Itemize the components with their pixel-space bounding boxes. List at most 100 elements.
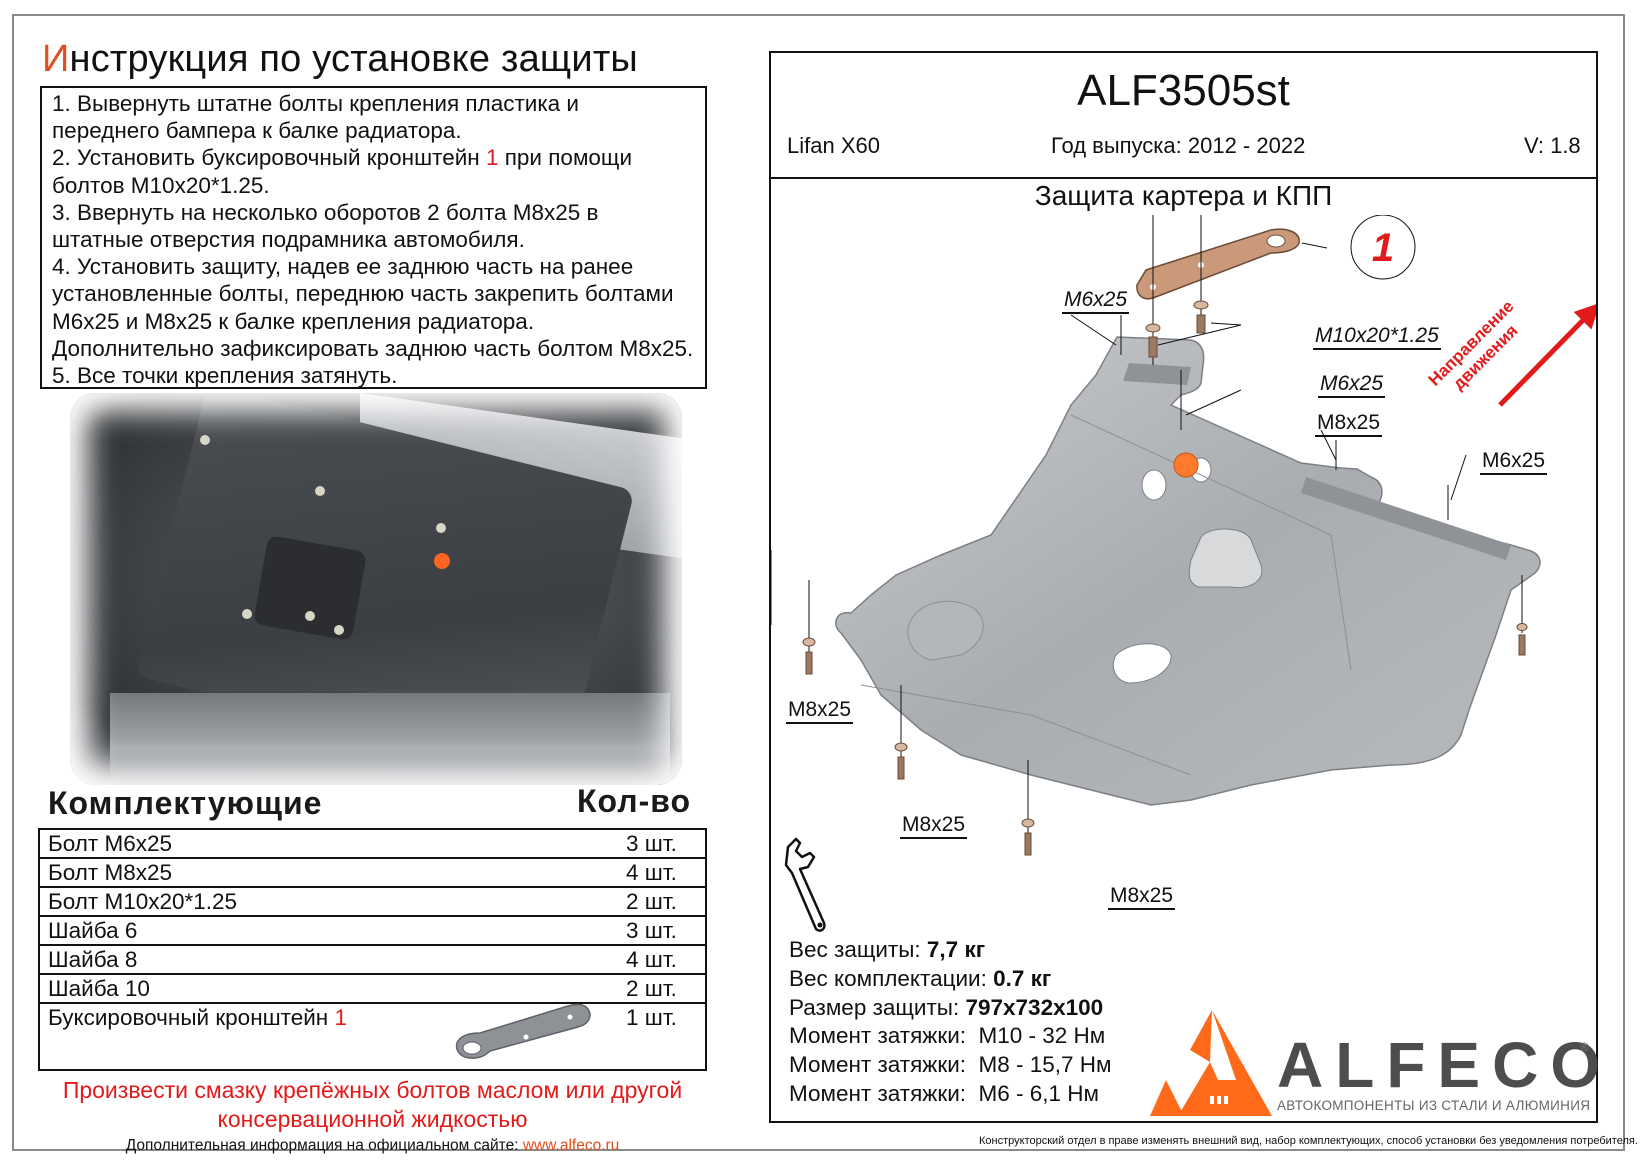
photo-subframe <box>110 693 670 785</box>
kit-table: Болт М6x25 3 шт. Болт М8x25 4 шт. Болт М10… <box>38 828 707 1071</box>
kit-item-name: Буксировочный кронштейн 1 <box>48 1005 347 1031</box>
kit-row: Болт М6x25 3 шт. <box>40 830 705 859</box>
label-m6-mid: M6x25 <box>1318 372 1386 398</box>
photo-bolt <box>436 523 446 533</box>
skid-plate-drawing <box>835 336 1541 806</box>
brand-name: ALFECO <box>1277 1029 1613 1101</box>
instructions-title: Инструкция по установке защиты <box>42 38 638 81</box>
bolt-bottom-left <box>894 685 908 780</box>
spec-label: Момент затяжки: <box>789 1080 979 1106</box>
kit-item-qty: 4 шт. <box>626 947 677 972</box>
disclaimer: Конструкторский отдел в праве изменять в… <box>979 1135 1638 1147</box>
product-subtitle: Защита картера и КПП <box>1034 180 1333 211</box>
spec-label: Момент затяжки: <box>789 1052 979 1078</box>
kit-item-qty: 3 шт. <box>626 918 677 943</box>
bracket-ref-number: 1 <box>485 145 499 171</box>
exploded-diagram: 1 Направление движения <box>771 215 1596 856</box>
spec-torque-m10: Момент затяжки: М10 - 32 Нм <box>789 1022 1112 1051</box>
kit-item-name: Болт М8x25 <box>48 860 173 885</box>
direction-arrow <box>1498 302 1596 407</box>
kit-item-name: Шайба 6 <box>48 918 138 943</box>
spec-label: Размер защиты: <box>789 994 966 1020</box>
instruction-line: 1. Вывернуть штатне болты крепления плас… <box>52 91 580 116</box>
kit-row: Болт М8x25 4 шт. <box>40 859 705 888</box>
specs-block: Вес защиты: 7,7 кг Вес комплектации: 0.7… <box>789 936 1112 1109</box>
spec-value: 7,7 кг <box>926 937 986 962</box>
kit-item-qty: 2 шт. <box>626 889 677 914</box>
instruction-line: М6x25 и М8x25 к балке крепления радиатор… <box>52 308 535 334</box>
kit-item-name: Болт М10x20*1.25 <box>48 889 238 914</box>
site-link[interactable]: www.alfeco.ru <box>522 1137 620 1154</box>
label-m8-bottom-left: M8x25 <box>900 813 968 839</box>
spec-label: Вес комплектации: <box>789 965 994 991</box>
kit-title: Комплектующие <box>48 785 323 821</box>
tow-bracket-image <box>455 1003 591 1059</box>
spec-value: М8 - 15,7 Нм <box>978 1052 1112 1078</box>
kit-item-qty: 1 шт. <box>626 1005 677 1030</box>
kit-item-qty: 3 шт. <box>626 831 677 856</box>
instruction-line: штатные отверстия подрамника автомобиля. <box>52 227 525 253</box>
spec-kit-weight: Вес комплектации: 0.7 кг <box>789 965 1112 994</box>
tow-bracket-drawing <box>1136 228 1328 300</box>
kit-row: Шайба 10 2 шт. <box>40 975 705 1004</box>
photo-bolt <box>334 625 344 635</box>
instruction-line: болтов М10x20*1.25. <box>52 172 270 198</box>
registered-mark: ® <box>1580 1040 1589 1054</box>
photo-vignette <box>70 393 682 785</box>
header-divider <box>769 177 1598 179</box>
kit-row: Шайба 6 3 шт. <box>40 917 705 946</box>
lubrication-warning: Произвести смазку крепёжных болтов масло… <box>62 1077 683 1103</box>
instruction-line: переднего бампера к балке радиатора. <box>52 118 462 144</box>
label-m8-mid: M8x25 <box>1315 411 1383 437</box>
spec-weight: Вес защиты: 7,7 кг <box>789 936 1112 965</box>
callout-number: 1 <box>1372 226 1394 270</box>
instruction-line: установленные болты, переднюю часть закр… <box>52 281 674 307</box>
kit-item-name: Болт М6x25 <box>48 831 173 856</box>
bracket-ref-number: 1 <box>334 1005 347 1030</box>
spec-value: 0.7 кг <box>993 965 1052 991</box>
part-number: ALF3505st <box>1077 66 1290 115</box>
kit-row: Буксировочный кронштейн 1 1 шт. <box>40 1004 705 1072</box>
kit-item-text: Буксировочный кронштейн <box>48 1005 335 1030</box>
instructions-box: 1. Вывернуть штатне болты крепления плас… <box>40 86 707 389</box>
photo-bolt <box>315 486 325 496</box>
spec-size: Размер защиты: 797x732x100 <box>789 994 1112 1023</box>
alfeco-logo-icon <box>1150 1010 1272 1116</box>
instruction-line: Дополнительно зафиксировать заднюю часть… <box>52 335 694 361</box>
kit-item-qty: 4 шт. <box>626 860 677 885</box>
fasteners <box>771 215 1467 625</box>
spec-value: М6 - 6,1 Нм <box>978 1080 1100 1106</box>
photo-bolt <box>200 435 210 445</box>
label-m8-bottom: M8x25 <box>1108 884 1176 910</box>
site-info: Дополнительная информация на официальном… <box>0 1137 745 1155</box>
wrench-icon <box>784 837 826 932</box>
version: V: 1.8 <box>1524 133 1581 158</box>
production-years: Год выпуска: 2012 - 2022 <box>1051 133 1306 158</box>
label-m6-top-left: M6x25 <box>1062 288 1130 314</box>
installation-photo <box>70 393 682 785</box>
photo-bolt <box>242 609 252 619</box>
photo-bolt <box>305 611 315 621</box>
kit-item-name: Шайба 10 <box>48 976 150 1001</box>
title-rest: нструкция по установке защиты <box>69 38 638 80</box>
label-m6-right: M6x25 <box>1480 449 1548 475</box>
page-frame <box>12 14 1625 1151</box>
spec-value: М10 - 32 Нм <box>978 1023 1106 1049</box>
instruction-text: 2. Установить буксировочный кронштейн <box>52 145 486 171</box>
instruction-line: 2. Установить буксировочный кронштейн 1 … <box>52 144 697 171</box>
kit-item-qty: 2 шт. <box>626 976 677 1001</box>
label-m8-left: M8x25 <box>786 698 854 724</box>
title-first-letter: И <box>42 38 70 80</box>
spec-torque-m6: Момент затяжки: М6 - 6,1 Нм <box>789 1080 1112 1109</box>
spec-torque-m8: Момент затяжки: М8 - 15,7 Нм <box>789 1051 1112 1080</box>
instruction-text: при помощи <box>498 145 633 171</box>
lubrication-warning-cont: консервационной жидкостью <box>217 1106 528 1132</box>
site-prefix: Дополнительная информация на официальном… <box>125 1137 523 1154</box>
bolt-right <box>1516 575 1528 656</box>
bolt-bottom <box>1021 760 1035 856</box>
instruction-line: 4. Установить защиту, надев ее заднюю ча… <box>52 254 634 280</box>
kit-row: Болт М10x20*1.25 2 шт. <box>40 888 705 917</box>
spec-value: 797x732x100 <box>965 994 1104 1020</box>
instruction-line: 3. Ввернуть на несколько оборотов 2 болт… <box>52 199 599 225</box>
